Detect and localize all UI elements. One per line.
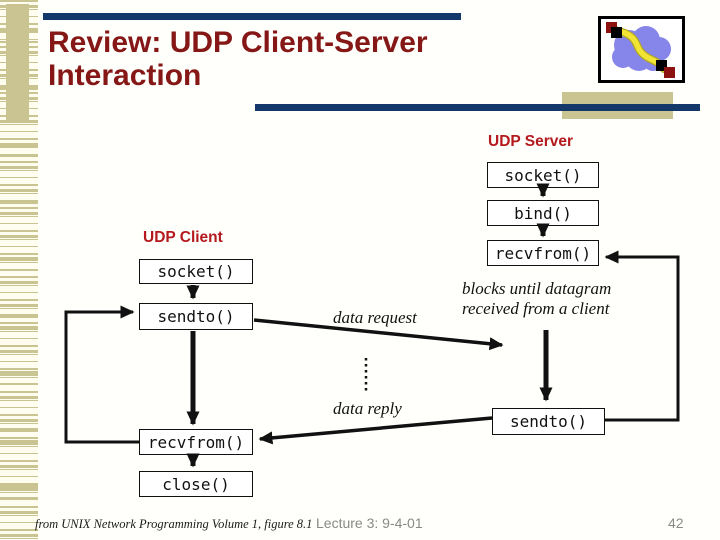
- client-close-box: close(): [139, 471, 253, 497]
- page-number: 42: [668, 515, 684, 531]
- client-recvfrom-box: recvfrom(): [139, 429, 253, 455]
- server-recvfrom-box: recvfrom(): [487, 240, 599, 266]
- server-bind-box: bind(): [487, 200, 599, 226]
- udp-server-label: UDP Server: [488, 133, 574, 150]
- data-reply-label: data reply: [333, 399, 402, 418]
- client-socket-box: socket(): [139, 259, 253, 284]
- udp-client-label: UDP Client: [143, 229, 223, 246]
- under-title-rule: [255, 104, 700, 111]
- footer-source: from UNIX Network Programming Volume 1, …: [35, 517, 313, 531]
- network-cloud-image: [598, 16, 685, 83]
- footer-lecture: Lecture 3: 9-4-01: [316, 515, 423, 531]
- page-title: Review: UDP Client-Server Interaction: [48, 26, 528, 92]
- arrow-client-loop: [64, 305, 139, 444]
- client-sendto-box: sendto(): [139, 303, 253, 330]
- left-tan-bar: [6, 4, 29, 120]
- server-blocks-note: blocks until datagram received from a cl…: [462, 279, 612, 319]
- arrow-data-reply: [258, 416, 493, 445]
- server-sendto-box: sendto(): [492, 408, 605, 435]
- top-rule: [43, 13, 461, 20]
- data-request-label: data request: [333, 308, 417, 327]
- network-cloud-icon: [606, 22, 675, 78]
- server-socket-box: socket(): [487, 162, 599, 188]
- title-line2: Interaction: [48, 59, 202, 92]
- title-line1: Review: UDP Client-Server: [48, 26, 428, 59]
